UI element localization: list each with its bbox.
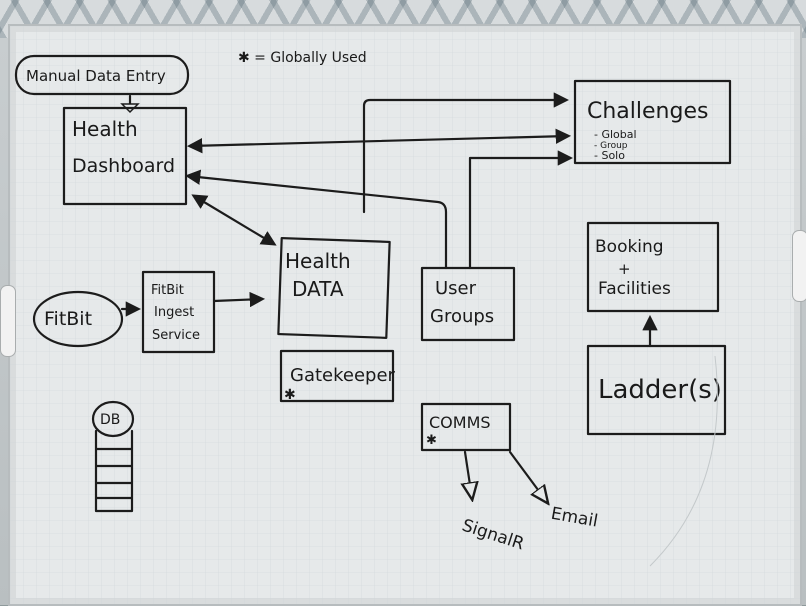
comms-star-icon: ✱: [426, 433, 437, 448]
db-label: DB: [100, 412, 120, 428]
health-data-box: [277, 237, 391, 339]
challenges-item-solo: - Solo: [594, 149, 625, 162]
health-data-line2: DATA: [292, 277, 344, 301]
fitbit-label: FitBit: [44, 308, 92, 330]
challenges-item-global: - Global: [594, 128, 637, 141]
healthdata-to-challenges-line: [362, 92, 570, 214]
whiteboard-drawing: ✱ = Globally Used Manual Data Entry Heal…: [10, 26, 800, 604]
health-dashboard-line2: Dashboard: [72, 155, 175, 177]
dashboard-challenges-link: [186, 128, 572, 154]
dashboard-usergroups-link: [184, 169, 448, 270]
ingest-to-healthdata-arrow: [212, 291, 266, 308]
board-clip-right: [792, 230, 806, 302]
user-groups-line1: User: [435, 278, 477, 299]
fitbit-ingest-box: [141, 270, 216, 354]
usergroups-to-challenges-line: [468, 150, 574, 270]
gatekeeper-star-icon: ✱: [284, 387, 296, 403]
board-clip-left: [0, 285, 16, 357]
booking-line1: Booking: [595, 237, 664, 257]
ladder-box: [586, 344, 727, 436]
manual-entry-label: Manual Data Entry: [26, 67, 166, 85]
user-groups-box: [420, 266, 516, 342]
booking-line2: +: [618, 260, 631, 278]
manual-entry-oval: [14, 54, 190, 96]
booking-line3: Facilities: [598, 279, 671, 299]
fitbit-ingest-line2: Ingest: [154, 305, 194, 320]
challenges-box: [573, 79, 732, 165]
fitbit-ingest-line3: Service: [152, 328, 200, 343]
comms-to-email-arrow: [508, 450, 547, 502]
legend-text: ✱ = Globally Used: [238, 50, 367, 66]
ladder-label: Ladder(s): [598, 375, 722, 405]
gatekeeper-label: Gatekeeper: [290, 365, 396, 386]
board-grid: [10, 26, 800, 604]
whiteboard: ✱ = Globally Used Manual Data Entry Heal…: [8, 24, 802, 606]
challenges-title: Challenges: [587, 99, 708, 124]
health-dashboard-box: [62, 106, 188, 206]
comms-label: COMMS: [429, 413, 491, 432]
dashboard-healthdata-link: [191, 194, 277, 246]
challenges-item-group: - Group: [594, 141, 628, 151]
db-stack: [91, 400, 135, 513]
health-dashboard-line1: Health: [72, 117, 138, 141]
comms-box: [420, 402, 512, 452]
fitbit-ingest-line1: FitBit: [151, 283, 184, 298]
comms-to-signalr-arrow: [465, 450, 472, 498]
gatekeeper-box: [279, 349, 395, 403]
user-groups-line2: Groups: [430, 306, 494, 327]
fitbit-oval: [32, 290, 124, 348]
eraser-smudge: [649, 355, 718, 567]
booking-facilities-box: [586, 221, 720, 313]
health-data-line1: Health: [285, 249, 351, 273]
